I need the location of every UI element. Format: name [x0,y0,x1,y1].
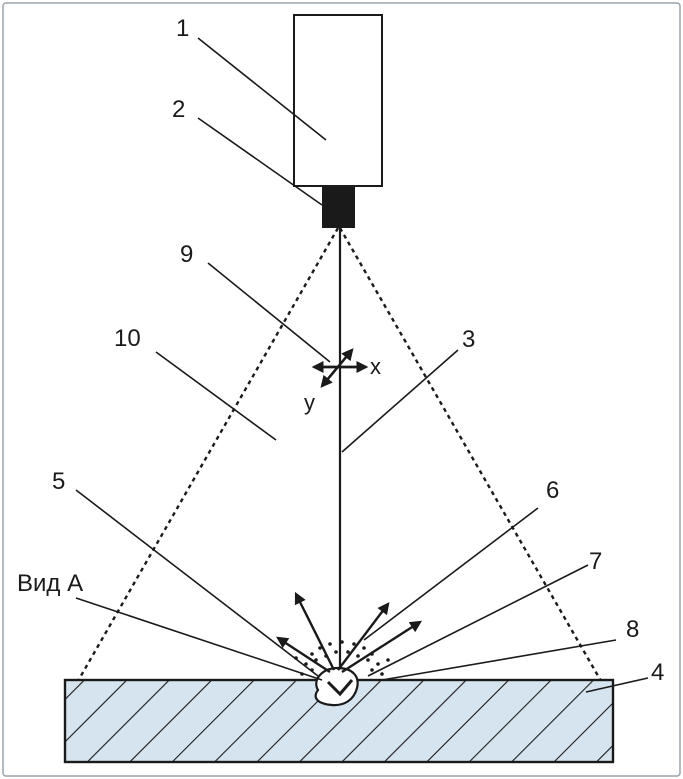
label-7: 7 [589,548,602,575]
label-8: 8 [626,616,639,643]
laser-head [293,14,383,187]
melt-pool [314,666,359,707]
label-view-a: Вид А [17,570,83,597]
cone-right-edge [338,227,603,682]
label-6: 6 [546,477,559,504]
axes-cross [311,348,369,388]
focusing-nozzle [322,186,355,228]
label-1: 1 [176,15,189,42]
plasma-dots [294,640,390,676]
scatter-arrows [275,591,423,674]
label-4: 4 [651,659,664,686]
leader-lines [75,37,649,693]
label-3: 3 [462,326,475,353]
label-10: 10 [114,325,141,352]
label-9: 9 [180,241,193,268]
crater-mark [326,679,354,697]
cone-left-edge [76,227,340,682]
label-axis-x: x [370,354,381,379]
label-2: 2 [172,96,185,123]
label-axis-y: y [304,390,315,415]
label-5: 5 [52,468,65,495]
